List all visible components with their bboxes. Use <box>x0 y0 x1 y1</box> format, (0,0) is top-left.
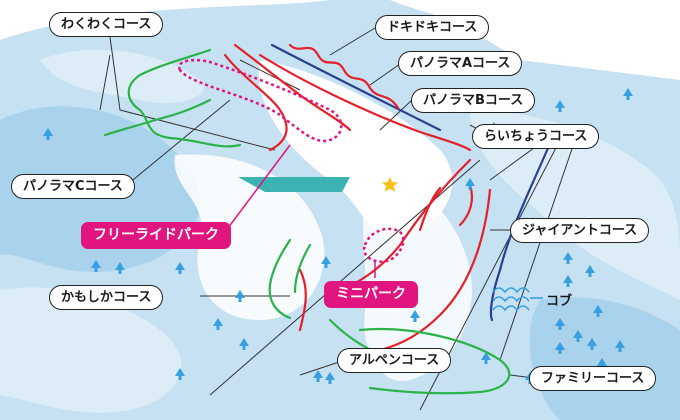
panorama-c-course-line <box>103 98 212 137</box>
green-courses <box>103 48 511 395</box>
kamoshika-course-label[interactable]: かもしかコース <box>49 285 164 310</box>
freeride-park-outline <box>177 58 343 143</box>
alpen-course-label[interactable]: アルペンコース <box>337 348 452 373</box>
kamoshika-course-line <box>268 238 292 320</box>
family-course-label[interactable]: ファミリーコース <box>529 366 657 391</box>
panorama-b-course-label[interactable]: パノラマBコース <box>411 88 536 113</box>
giant-course-line <box>489 146 550 322</box>
wakuwaku-course-line <box>127 48 242 148</box>
family-course-line <box>358 327 511 395</box>
pond <box>238 177 350 192</box>
alpen-course-line <box>378 188 492 352</box>
park-leaders <box>224 144 376 278</box>
mogul-label: コブ <box>546 294 573 309</box>
wakuwaku-course-label[interactable]: わくわくコース <box>49 12 164 37</box>
freeride-park-label[interactable]: フリーライドパーク <box>81 222 231 249</box>
giant-course-label[interactable]: ジャイアントコース <box>510 218 650 243</box>
panorama-b-course-line <box>258 53 472 152</box>
dokidoki-course-line <box>288 43 400 110</box>
dokidoki-course-label[interactable]: ドキドキコース <box>375 15 490 40</box>
trees <box>43 88 641 384</box>
panorama-c-course-label[interactable]: パノラマCコース <box>11 174 135 199</box>
panorama-a-course-label[interactable]: パノラマAコース <box>398 51 523 76</box>
park-outlines <box>177 58 405 263</box>
raicho-course-label[interactable]: らいちょうコース <box>472 124 600 149</box>
panorama-a-course-line <box>270 43 442 132</box>
mogul-waves <box>492 287 543 312</box>
star-icon <box>382 177 398 192</box>
blue-courses <box>270 43 550 322</box>
mini-park-label[interactable]: ミニパーク <box>324 281 418 308</box>
